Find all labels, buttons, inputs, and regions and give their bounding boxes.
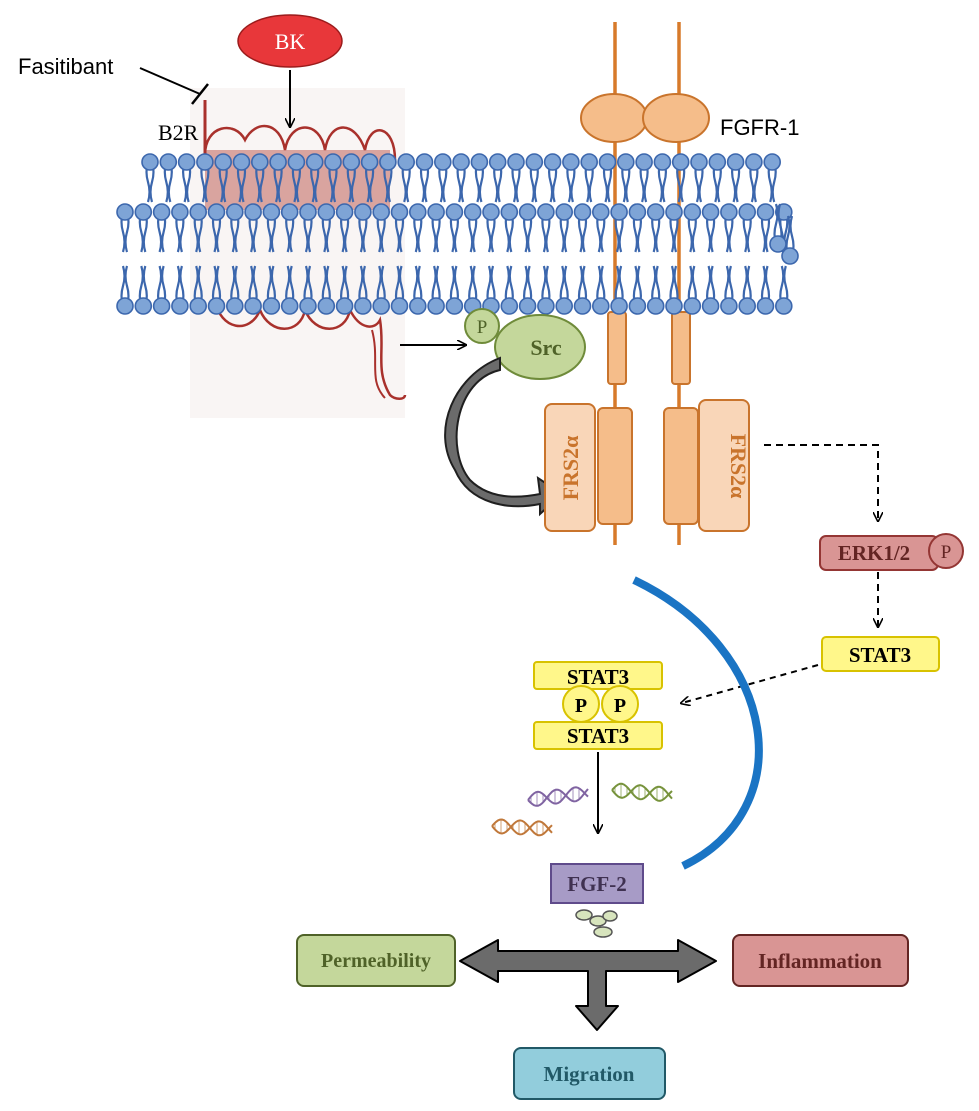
erk12-phospho [928,533,964,569]
permeability-box [296,934,456,987]
fgf2-label: FGF-2 [567,872,626,896]
stat3-phospho-left-label: P [575,695,587,717]
fasitibant-inhibition-bar [191,83,209,105]
stat3-top-label: STAT3 [567,665,629,689]
src-phospho-label: P [477,317,488,338]
fgf2-feedback-arc [632,576,763,870]
src-phospho [464,308,500,344]
b2r-label: B2R [158,120,199,145]
fgf2-particles-icon [575,909,618,938]
stat3-top-box [533,661,663,690]
stat3-single-box [821,636,940,672]
fgfr1-label: FGFR-1 [720,115,799,140]
inflammation-label: Inflammation [758,949,882,973]
fgf2-box [550,863,644,904]
fgfr1-receptor [580,22,710,545]
stat3-bottom-label: STAT3 [567,724,629,748]
inflammation-box [732,934,909,987]
stat3-bottom-box [533,721,663,750]
frs2a-left-label: FRS2α [558,435,583,501]
erk12-phospho-label: P [941,542,952,563]
frs2a-right-label: FRS2α [726,434,751,500]
permeability-label: Permeability [321,950,431,972]
bk-ligand [237,14,343,68]
outcomes-arrow [459,939,717,1031]
migration-box [513,1047,666,1100]
stat3-phospho-right-label: P [614,695,626,717]
stat3-single-label: STAT3 [849,643,911,667]
b2r-receptor [190,88,407,418]
erk12-label: ERK1/2 [838,541,910,565]
dna-helix-icon [491,782,673,837]
stat3-to-dimer-arrow [682,664,819,703]
frs2a-to-erk-arrow [764,444,878,520]
fasitibant-inhibition-line [139,67,201,95]
migration-label: Migration [544,1062,635,1086]
src-kinase [494,314,586,380]
frs2a-right-box [698,399,750,532]
fasitibant-label: Fasitibant [18,54,113,79]
frs2a-left-box [544,403,596,532]
cell-membrane-bilayer [116,153,799,315]
bk-label: BK [275,29,306,54]
src-label: Src [530,335,562,360]
